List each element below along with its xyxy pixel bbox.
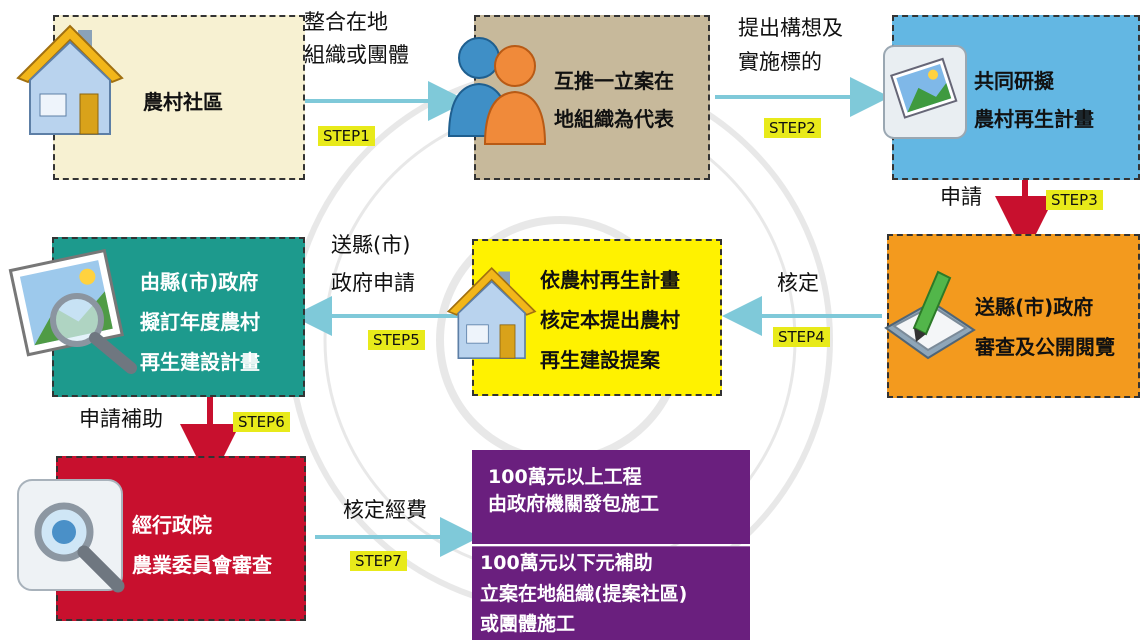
step-badge-5: STEP5 xyxy=(368,330,425,350)
box-label: 經行政院 xyxy=(132,513,212,537)
edge-label-step2: 提出構想及 xyxy=(738,16,843,40)
box-label: 送縣(市)政府 xyxy=(975,295,1094,319)
step-badge-4: STEP4 xyxy=(773,327,830,347)
box-label: 再生建設提案 xyxy=(540,348,660,372)
edge-label-step1: 組織或團體 xyxy=(304,43,409,67)
outcome-over-1m: 100萬元以上工程 由政府機關發包施工 xyxy=(472,450,750,544)
box-label: 農村再生計畫 xyxy=(974,107,1094,131)
box-label: 農業委員會審查 xyxy=(132,553,272,577)
house-icon xyxy=(16,24,124,135)
step-badge-6: STEP6 xyxy=(233,412,290,432)
outcome-line: 100萬元以下元補助 xyxy=(480,552,653,574)
step-badge-2: STEP2 xyxy=(764,118,821,138)
box-label: 審查及公開閱覽 xyxy=(975,335,1115,359)
photo-magnifier-icon xyxy=(8,248,137,374)
edge-label-step6: 申請補助 xyxy=(79,407,163,431)
edge-label-step2: 實施標的 xyxy=(738,50,822,74)
step-badge-1: STEP1 xyxy=(318,126,375,146)
box-label: 擬訂年度農村 xyxy=(140,310,260,334)
clipboard-pencil-icon xyxy=(884,270,976,360)
edge-label-step5: 送縣(市) xyxy=(331,233,411,257)
step-badge-7: STEP7 xyxy=(350,551,407,571)
edge-label-step5: 政府申請 xyxy=(331,271,415,295)
box-label: 共同研擬 xyxy=(974,69,1054,93)
box-label: 依農村再生計畫 xyxy=(540,268,680,292)
house-icon xyxy=(446,266,537,359)
photo-icon xyxy=(883,45,967,139)
edge-label-step3: 申請 xyxy=(940,185,982,209)
people-icon xyxy=(447,37,547,145)
outcome-under-1m: 100萬元以下元補助 立案在地組織(提案社區) 或團體施工 xyxy=(472,546,750,640)
outcome-line: 100萬元以上工程 xyxy=(488,466,642,488)
magnifier-icon xyxy=(17,479,125,593)
outcome-line: 或團體施工 xyxy=(480,613,576,635)
box-approved-plan: 依農村再生計畫 核定本提出農村 再生建設提案 xyxy=(472,239,722,396)
box-label: 農村社區 xyxy=(143,90,223,114)
edge-label-step1: 整合在地 xyxy=(304,10,388,34)
outcome-line: 立案在地組織(提案社區) xyxy=(480,583,688,605)
box-label: 核定本提出農村 xyxy=(540,308,680,332)
box-label: 地組織為代表 xyxy=(554,107,674,131)
edge-label-step7: 核定經費 xyxy=(343,498,427,522)
edge-label-step4: 核定 xyxy=(777,271,819,295)
box-label: 由縣(市)政府 xyxy=(140,270,259,294)
box-label: 互推一立案在 xyxy=(554,69,674,93)
outcome-line: 由政府機關發包施工 xyxy=(488,493,660,515)
box-label: 再生建設計畫 xyxy=(140,350,260,374)
step-badge-3: STEP3 xyxy=(1046,190,1103,210)
